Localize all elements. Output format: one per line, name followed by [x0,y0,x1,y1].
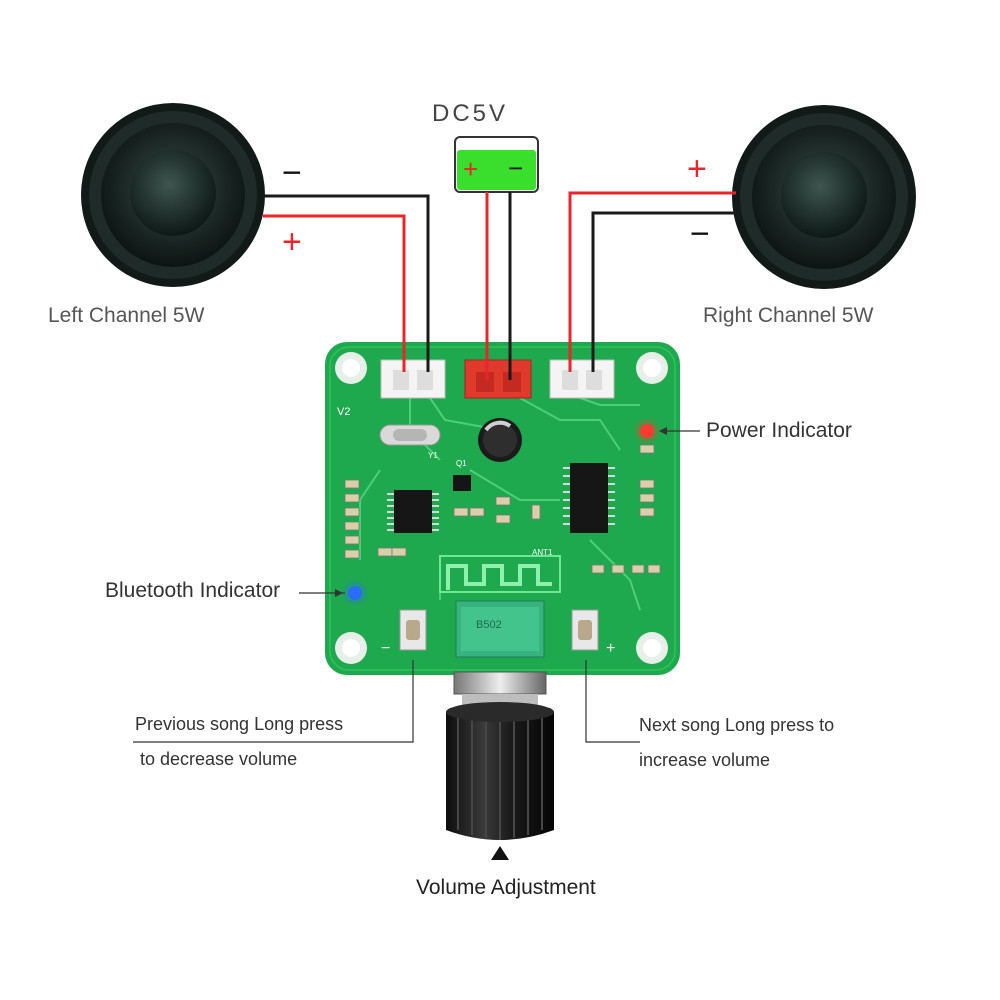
amplifier-chip [563,463,615,533]
pcb-antenna: ANT1 [439,548,561,593]
next-song-label: Next song Long press to [639,715,835,735]
board-minus-sign: − [381,640,390,657]
next-button[interactable] [571,609,599,651]
dc-power-terminal [454,136,539,193]
antenna-label: ANT1 [532,548,553,557]
increase-volume-label: increase volume [639,750,771,770]
transistor-label: Q1 [456,459,467,468]
board-plus-sign: + [606,640,615,657]
volume-arrow-icon [491,846,509,860]
left-minus-sign: − [282,154,302,192]
polarity-marks: − + + − + − + − [282,150,710,657]
bluetooth-indicator-label: Bluetooth Indicator [105,579,281,602]
decrease-volume-label: to decrease volume [140,749,298,769]
pot-marking: B502 [476,619,502,631]
bluetooth-chip [387,490,439,533]
power-wires [485,192,512,380]
transistor: Q1 [453,459,471,491]
callout-arrows [335,427,667,597]
pcb-board: V2 Y1 Q1 [325,342,680,675]
right-speaker-connector [549,359,615,399]
dc-minus-sign: − [508,153,523,183]
right-plus-sign: + [687,150,707,188]
potentiometer: B502 [455,600,545,658]
right-speaker-wires [568,191,736,372]
right-speaker [732,105,916,289]
dc-power-label: DC5V [432,100,509,127]
left-channel-label: Left Channel 5W [48,304,205,327]
power-indicator-label: Power Indicator [706,419,852,442]
left-plus-sign: + [282,223,302,261]
previous-button[interactable] [399,609,427,651]
bluetooth-led [348,586,362,600]
volume-adjustment-label: Volume Adjustment [416,876,596,899]
right-minus-sign: − [690,215,710,253]
volume-knob[interactable] [446,671,554,840]
crystal-label: Y1 [428,451,438,460]
power-led [640,424,654,438]
power-connector [464,359,532,399]
left-speaker-connector [380,359,446,399]
smd-components [344,444,661,574]
electrolytic-capacitor [478,418,522,462]
dc-plus-sign: + [463,154,478,184]
crystal-oscillator: Y1 [379,424,441,460]
board-version: V2 [337,406,350,418]
previous-song-label: Previous song Long press [135,714,344,734]
mounting-holes [335,352,668,664]
right-channel-label: Right Channel 5W [703,304,874,327]
left-speaker-wires [263,194,430,372]
left-speaker [81,103,265,287]
